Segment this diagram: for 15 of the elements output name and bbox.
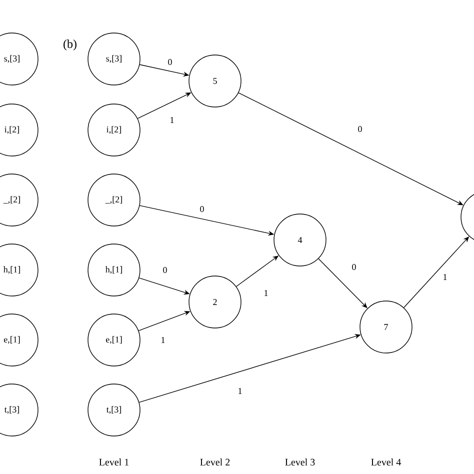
- circle-node: t,[3]: [88, 384, 140, 436]
- level-label: Level 3: [285, 458, 315, 466]
- level-label: Level 4: [371, 458, 401, 466]
- level-label: Level 1: [99, 458, 129, 466]
- circle-node: _,[2]: [88, 174, 140, 226]
- level-label: Level 2: [200, 458, 230, 466]
- circle-node: 7: [360, 300, 412, 354]
- panel-label: (b): [64, 40, 76, 50]
- circle-node: s,[3]: [88, 32, 140, 86]
- circle-node: e,[1]: [88, 314, 140, 366]
- circle-node: 5: [188, 54, 242, 108]
- circle-node: 2: [188, 276, 242, 328]
- circle-node: 4: [274, 214, 326, 266]
- circle-node: h,[1]: [88, 244, 140, 296]
- circle-node: i,[2]: [88, 104, 140, 156]
